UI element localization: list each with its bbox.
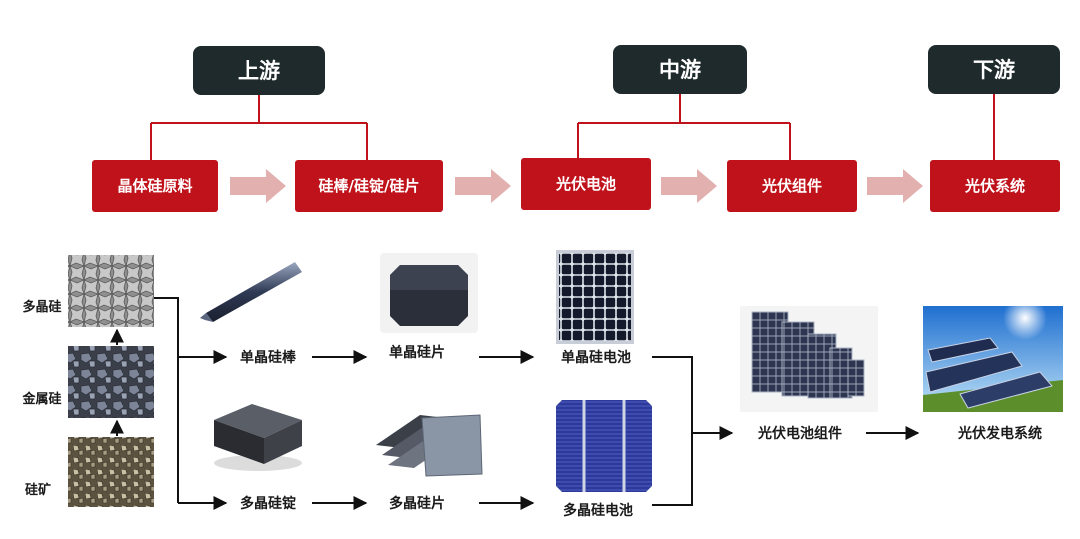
chain-label-crystal-silicon-material: 晶体硅原料 [117,177,192,195]
label-multi-wafer: 多晶硅片 [389,495,445,512]
chain-label-pv-module: 光伏组件 [761,177,822,195]
label-polysilicon: 多晶硅 [22,299,61,315]
flow-arrow-2 [455,169,511,203]
chain-box-pv-cell: 光伏电池 [521,158,651,210]
label-multi-cell: 多晶硅电池 [563,502,633,519]
label-cell-module: 光伏电池组件 [757,425,842,442]
stage-downstream: 下游 [928,45,1060,94]
chain-box-pv-system: 光伏系统 [930,160,1060,212]
chain-flow-arrows [230,169,923,203]
label-mono-rod: 单晶硅棒 [240,349,297,366]
label-silica-ore: 硅矿 [25,482,51,498]
stage-connectors [150,94,995,160]
mono-cell-image [556,250,634,344]
chain-box-ingot-wafer: 硅棒/硅锭/硅片 [295,160,443,212]
silica-ore-image [68,437,154,507]
stage-upstream: 上游 [193,46,325,95]
label-multi-ingot: 多晶硅锭 [240,495,296,512]
chain-label-ingot-wafer: 硅棒/硅锭/硅片 [319,177,420,195]
label-generation-system: 光伏发电系统 [957,425,1042,442]
flow-arrow-1 [230,169,286,203]
polysilicon-branch-lines [154,297,228,510]
pv-module-image [740,306,878,412]
chain-box-pv-module: 光伏组件 [727,160,857,212]
cell-merge-lines [652,356,734,506]
stage-midstream-label: 中游 [659,58,701,82]
chain-label-pv-system: 光伏系统 [964,177,1025,195]
label-mono-wafer: 单晶硅片 [389,344,445,361]
stage-upstream-label: 上游 [238,59,280,83]
stage-midstream: 中游 [613,45,747,94]
polysilicon-image [68,255,154,327]
multi-cell-image [556,400,652,492]
flow-arrow-3 [661,169,717,203]
multi-ingot-image [214,404,302,471]
chain-label-pv-cell: 光伏电池 [555,175,616,193]
mono-wafer-image [380,253,478,333]
mono-rod-image [200,262,302,322]
multi-wafer-image [376,414,483,477]
label-metallic-silicon: 金属硅 [21,391,61,407]
label-mono-cell: 单晶硅电池 [561,349,631,366]
chain-box-crystal-silicon-material: 晶体硅原料 [92,160,218,212]
stage-downstream-label: 下游 [973,58,1015,82]
flow-arrow-4 [867,169,923,203]
pv-generation-system-image [923,296,1063,412]
metallic-silicon-image [68,346,154,418]
